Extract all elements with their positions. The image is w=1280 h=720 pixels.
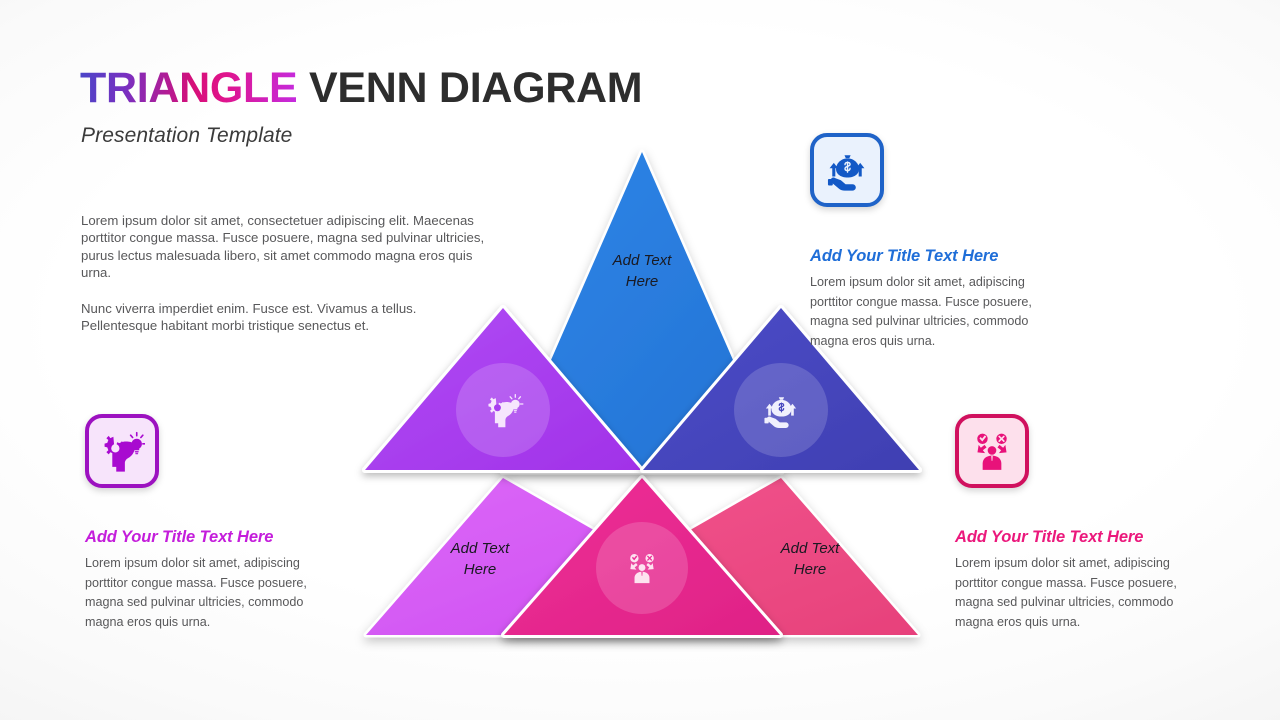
info-block-right: Add Your Title Text Here Lorem ipsum dol… [955,414,1205,632]
page-title-accent: TRIANGLE [80,64,298,112]
page-title-rest: VENN DIAGRAM [297,64,643,112]
header: TRIANGLE VENN DIAGRAM Presentation Templ… [80,64,643,148]
diagram-segment-mid-left[interactable] [362,305,644,473]
intro-text-block: Lorem ipsum dolor sit amet, consectetuer… [81,212,496,334]
mid-right-shape[interactable] [640,305,922,473]
decision-person-icon [977,433,1007,470]
info-block-body: Lorem ipsum dolor sit amet, adipiscing p… [955,556,1177,629]
info-block-body: Lorem ipsum dolor sit amet, adipiscing p… [810,275,1032,348]
page-title: TRIANGLE VENN DIAGRAM [80,64,643,112]
page-subtitle: Presentation Template [81,124,293,148]
head-gear-idea-icon [104,431,145,472]
info-block-left: Add Your Title Text Here Lorem ipsum dol… [85,414,335,632]
intro-paragraph-1: Lorem ipsum dolor sit amet, consectetuer… [81,213,485,281]
info-block-title: Add Your Title Text Here [85,528,274,546]
diagram-segment-mid-right[interactable] [640,305,922,473]
info-block-top-right: Add Your Title Text Here Lorem ipsum dol… [810,133,1060,351]
info-block-title: Add Your Title Text Here [810,247,999,265]
info-block-title: Add Your Title Text Here [955,528,1144,546]
triangle-venn-diagram: Add Text Here Add Text Here Add Text Her… [352,140,932,652]
decision-person-icon-badge[interactable] [955,414,1029,488]
money-bag-growth-icon-badge[interactable] [810,133,884,207]
mid-left-shape[interactable] [362,305,644,473]
diagram-segment-bottom-center[interactable] [501,475,783,638]
intro-paragraph-2: Nunc viverra imperdiet enim. Fusce est. … [81,300,417,334]
money-bag-growth-icon [764,397,797,428]
decision-person-icon [630,554,654,584]
info-block-body: Lorem ipsum dolor sit amet, adipiscing p… [85,556,307,629]
head-gear-idea-icon [488,394,524,428]
money-bag-growth-icon [827,155,865,191]
bottom-center-shape[interactable] [501,475,783,638]
head-gear-idea-icon-badge[interactable] [85,414,159,488]
